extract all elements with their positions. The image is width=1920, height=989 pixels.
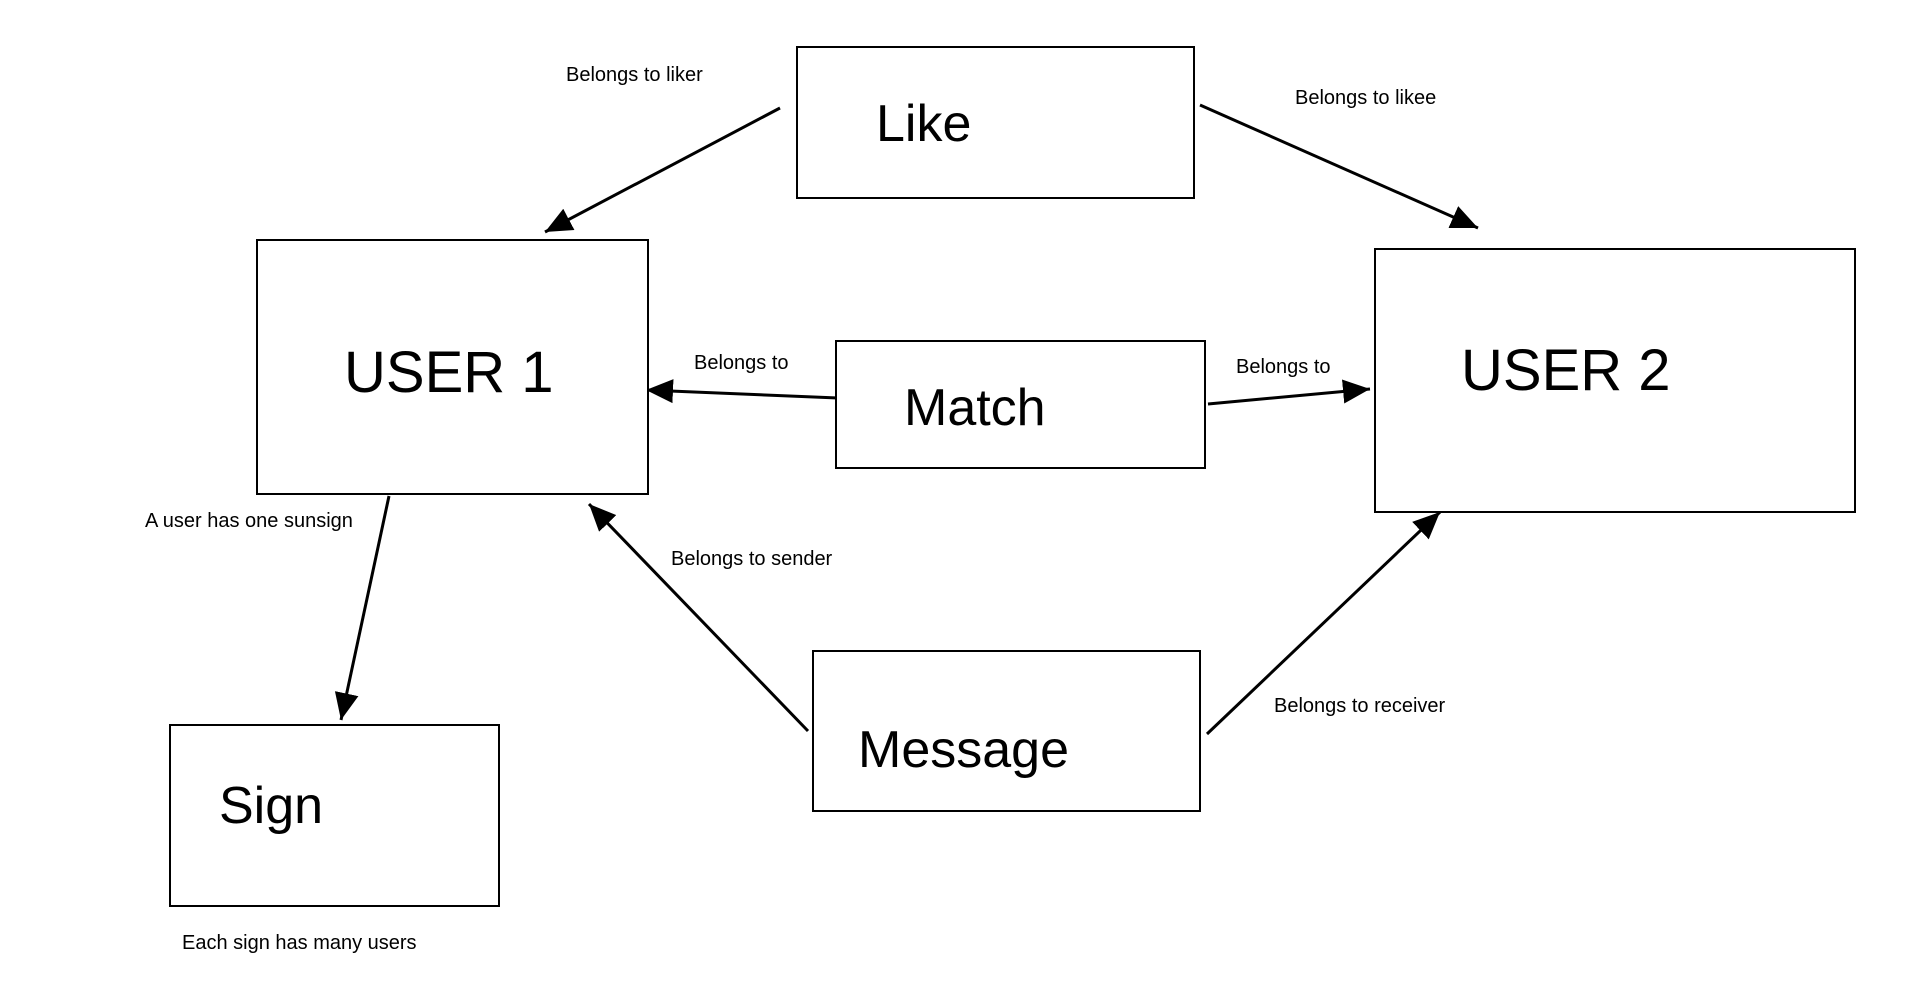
match-entity-title: Match (904, 379, 1046, 437)
arrow-like-to-user1 (544, 106, 781, 234)
label-message-to-user1: Belongs to sender (671, 548, 833, 570)
user1-entity-box: USER 1 (256, 239, 649, 495)
user2-entity-title: USER 2 (1461, 338, 1671, 403)
arrow-message-to-user2 (1205, 510, 1442, 736)
message-entity-title: Message (858, 721, 1069, 779)
match-entity-box: Match (835, 340, 1206, 469)
label-user-to-sign: A user has one sunsign (145, 510, 353, 532)
user1-entity-title: USER 1 (344, 340, 554, 405)
label-message-to-user2: Belongs to receiver (1274, 695, 1446, 717)
like-entity-title: Like (876, 95, 972, 153)
arrow-user1-to-sign (334, 495, 391, 721)
message-entity-box: Message (812, 650, 1201, 812)
arrow-match-to-user1 (645, 379, 839, 404)
label-like-to-user2: Belongs to likee (1295, 87, 1437, 109)
like-entity-box: Like (796, 46, 1195, 199)
label-match-to-user2: Belongs to (1236, 356, 1331, 378)
sign-entity-title: Sign (219, 777, 324, 835)
arrow-like-to-user2 (1199, 103, 1479, 230)
label-sign-to-users: Each sign has many users (182, 932, 417, 954)
label-like-to-user1: Belongs to liker (566, 64, 703, 86)
arrow-match-to-user2 (1207, 379, 1371, 406)
user2-entity-box: USER 2 (1374, 248, 1856, 513)
label-match-to-user1: Belongs to (694, 352, 789, 374)
sign-entity-box: Sign (169, 724, 500, 907)
arrow-message-to-user1 (587, 502, 810, 733)
